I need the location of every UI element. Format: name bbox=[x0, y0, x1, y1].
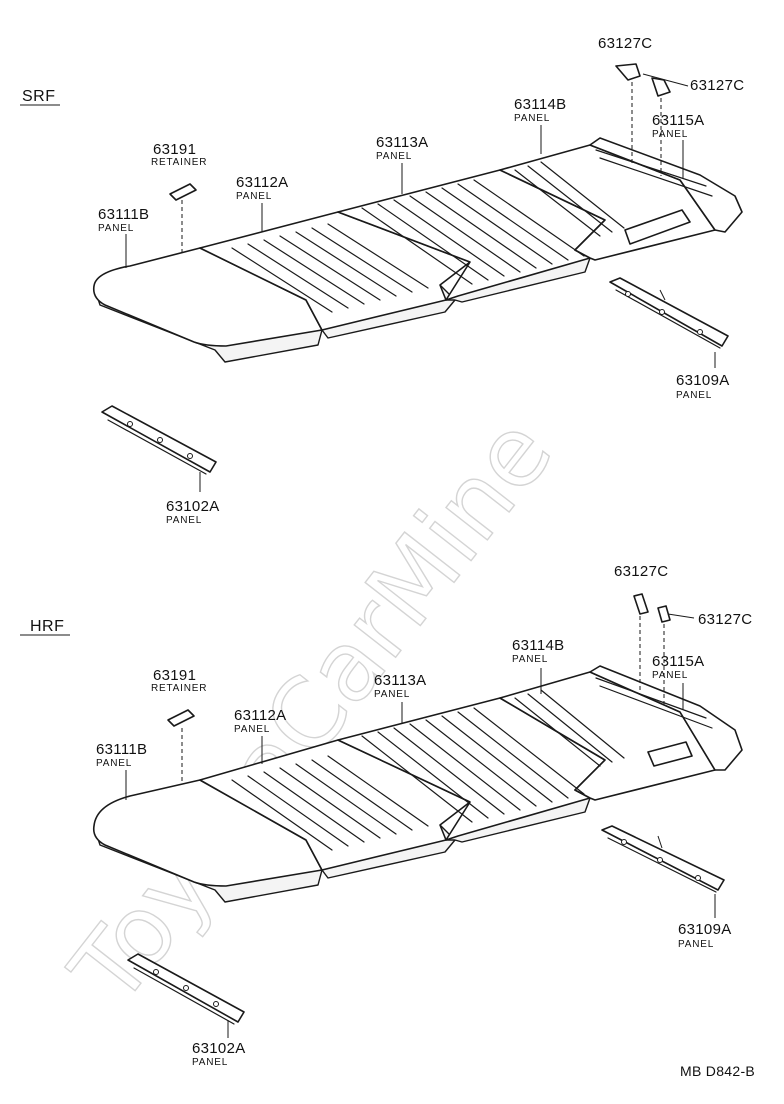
side-rail-63109a bbox=[601, 825, 725, 893]
panel-63112a-name: PANEL bbox=[234, 724, 270, 735]
panel-63114b-code: 63114B bbox=[512, 637, 564, 654]
panel-63112a-code: 63112A bbox=[234, 707, 286, 724]
panel-63115a bbox=[589, 137, 743, 233]
part-labels: 63191 RETAINER 63112A PANEL 63111B PANEL… bbox=[96, 563, 752, 1068]
panel-63115a-name: PANEL bbox=[652, 670, 688, 681]
panel-63109a-name: PANEL bbox=[678, 939, 714, 950]
panel-63111b bbox=[92, 247, 323, 347]
retainer-63191 bbox=[169, 183, 197, 252]
rear-panel-opening bbox=[647, 741, 693, 767]
diagram-reference-code: MB D842-B bbox=[680, 1063, 755, 1079]
panel-63111b-name: PANEL bbox=[96, 758, 132, 769]
panel-63115a bbox=[589, 665, 743, 771]
retainer-63191-code: 63191 bbox=[153, 141, 196, 158]
panel-63111b-name: PANEL bbox=[98, 223, 134, 234]
clip-63127c-pair bbox=[633, 593, 671, 704]
part-labels: 63191 RETAINER 63112A PANEL 63111B PANEL… bbox=[98, 35, 744, 526]
leader-lines bbox=[125, 73, 716, 492]
rear-panel-opening bbox=[624, 209, 691, 245]
panel-63109a-code: 63109A bbox=[676, 372, 730, 389]
panel-63102a-name: PANEL bbox=[166, 515, 202, 526]
panel-63111b bbox=[92, 779, 323, 887]
front-rail-63102a bbox=[101, 405, 217, 475]
clip-63127c-upper-code: 63127C bbox=[614, 563, 668, 580]
panel-63109a-code: 63109A bbox=[678, 921, 732, 938]
panel-63114b-name: PANEL bbox=[514, 113, 550, 124]
clip-63127c-lower-code: 63127C bbox=[690, 77, 744, 94]
retainer-63191 bbox=[167, 709, 195, 784]
panel-63102a-code: 63102A bbox=[192, 1040, 246, 1057]
panel-63102a-name: PANEL bbox=[192, 1057, 228, 1068]
panel-63112a-name: PANEL bbox=[236, 191, 272, 202]
section-hrf: HRF bbox=[20, 563, 752, 1068]
leader-lines bbox=[125, 613, 716, 1038]
roof-assembly bbox=[92, 137, 743, 363]
panel-63102a-code: 63102A bbox=[166, 498, 220, 515]
retainer-63191-name: RETAINER bbox=[151, 683, 207, 694]
retainer-63191-name: RETAINER bbox=[151, 157, 207, 168]
section-label-srf: SRF bbox=[22, 88, 56, 105]
panel-63111b-code: 63111B bbox=[96, 741, 147, 758]
clip-63127c-pair bbox=[615, 63, 671, 176]
panel-63113a-name: PANEL bbox=[376, 151, 412, 162]
section-srf: SRF bbox=[20, 35, 744, 526]
retainer-63191-code: 63191 bbox=[153, 667, 196, 684]
panel-63113a-name: PANEL bbox=[374, 689, 410, 700]
panel-63114b-code: 63114B bbox=[514, 96, 566, 113]
section-label-hrf: HRF bbox=[30, 618, 64, 635]
panel-63113a-code: 63113A bbox=[374, 672, 426, 689]
clip-63127c-upper-code: 63127C bbox=[598, 35, 652, 52]
panel-63115a-name: PANEL bbox=[652, 129, 688, 140]
panel-63112a-code: 63112A bbox=[236, 174, 288, 191]
side-rail-63109a bbox=[609, 277, 729, 349]
panel-63111b-code: 63111B bbox=[98, 206, 149, 223]
panel-63115a-code: 63115A bbox=[652, 653, 704, 670]
panel-63109a-name: PANEL bbox=[676, 390, 712, 401]
panel-63115a-code: 63115A bbox=[652, 112, 704, 129]
roof-assembly bbox=[92, 665, 743, 903]
front-rail-63102a bbox=[127, 953, 245, 1025]
panel-63114b-name: PANEL bbox=[512, 654, 548, 665]
panel-63113a-code: 63113A bbox=[376, 134, 428, 151]
clip-63127c-lower-code: 63127C bbox=[698, 611, 752, 628]
